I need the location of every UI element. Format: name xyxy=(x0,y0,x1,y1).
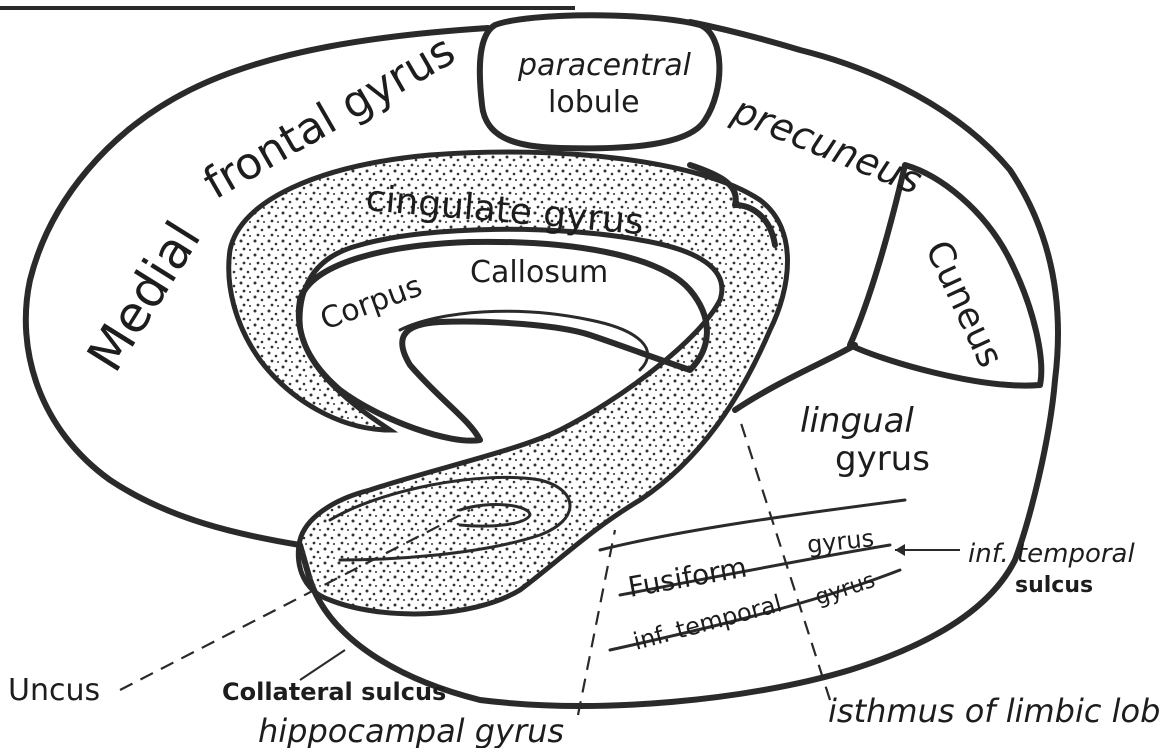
label-gyrus-upper: gyrus xyxy=(806,524,876,559)
isthmus-leader xyxy=(740,420,830,700)
label-collateral-sulcus: Collateral sulcus xyxy=(222,678,446,706)
label-inf-temporal-sulcus: inf. temporal xyxy=(968,539,1135,569)
label-sulcus: sulcus xyxy=(1015,573,1093,598)
label-uncus: Uncus xyxy=(8,673,100,708)
label-hippocampal-gyrus: hippocampal gyrus xyxy=(258,712,564,748)
label-fusiform: Fusiform xyxy=(625,551,749,604)
collateral-leader xyxy=(300,650,345,680)
label-precuneus: precuneus xyxy=(726,87,928,203)
arrow-head xyxy=(895,544,905,556)
label-cuneus: Cuneus xyxy=(917,234,1011,373)
label-lingual: lingual xyxy=(800,401,914,441)
label-paracentral: paracentral xyxy=(517,48,692,83)
hippocampal-leader xyxy=(578,530,615,715)
label-isthmus: isthmus of limbic lobe xyxy=(828,692,1161,730)
label-lingual-gyrus: gyrus xyxy=(835,439,930,479)
label-medial: Medial xyxy=(76,211,212,381)
label-gyrus-lower: gyrus xyxy=(812,568,878,611)
label-lobule: lobule xyxy=(548,85,640,120)
label-callosum: Callosum xyxy=(470,255,608,290)
